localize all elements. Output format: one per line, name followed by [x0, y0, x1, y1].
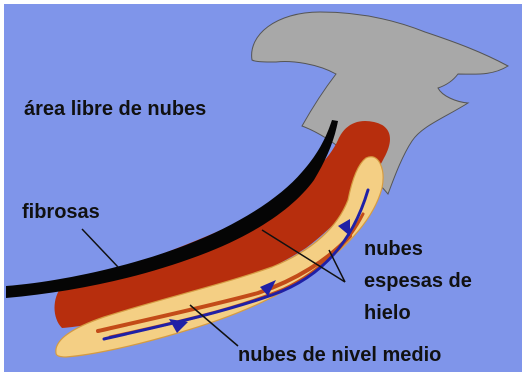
label-cloud-free-area: área libre de nubes	[24, 98, 206, 120]
label-fibrous: fibrosas	[22, 201, 100, 223]
label-thick-ice-line-2: espesas de	[364, 270, 472, 292]
label-mid-level-clouds: nubes de nivel medio	[238, 344, 441, 366]
label-thick-ice-line-3: hielo	[364, 302, 411, 324]
label-thick-ice-line-1: nubes	[364, 238, 423, 260]
